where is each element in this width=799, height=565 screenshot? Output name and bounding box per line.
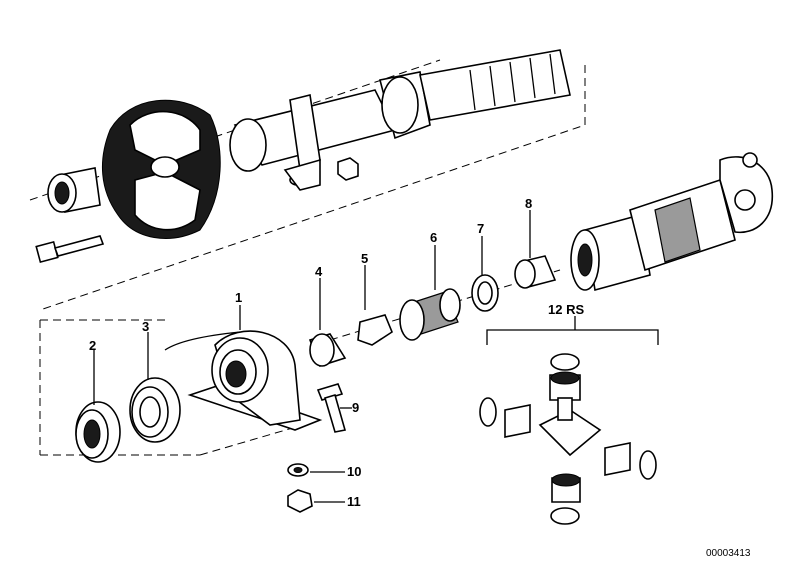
callout-1: 1: [235, 290, 242, 305]
front-shaft: [229, 49, 571, 191]
callout-11: 11: [347, 494, 361, 509]
shaft-nut: [337, 157, 359, 181]
part-2-seal: [75, 350, 121, 463]
part-7-ring: [471, 236, 499, 312]
part-11-nut: [287, 489, 345, 513]
rear-shaft: [570, 152, 773, 292]
callout-12: 12 RS: [548, 302, 584, 317]
part-4-sleeve: [308, 278, 347, 367]
part-8-ring: [514, 210, 557, 289]
part-10-washer: [287, 463, 345, 477]
callout-7: 7: [477, 221, 484, 236]
coupling-bolt: [35, 235, 105, 264]
part-1-center-bearing: [164, 305, 323, 431]
callout-3: 3: [142, 319, 149, 334]
flex-coupling: [101, 99, 221, 239]
diagram-part-number: 00003413: [706, 548, 751, 559]
part-5-clip: [357, 265, 393, 346]
callout-9: 9: [352, 400, 359, 415]
callout-4: 4: [315, 264, 323, 279]
callout-10: 10: [347, 464, 361, 479]
callout-6: 6: [430, 230, 437, 245]
callout-8: 8: [525, 196, 532, 211]
part-3-bearing: [129, 332, 181, 443]
callout-5: 5: [361, 251, 368, 266]
centering-sleeve: [47, 167, 101, 213]
part-12-ujoint-kit: [479, 316, 659, 525]
part-6-bushing: [399, 245, 461, 341]
part-9-bolt: [316, 383, 352, 433]
callout-2: 2: [89, 338, 96, 353]
